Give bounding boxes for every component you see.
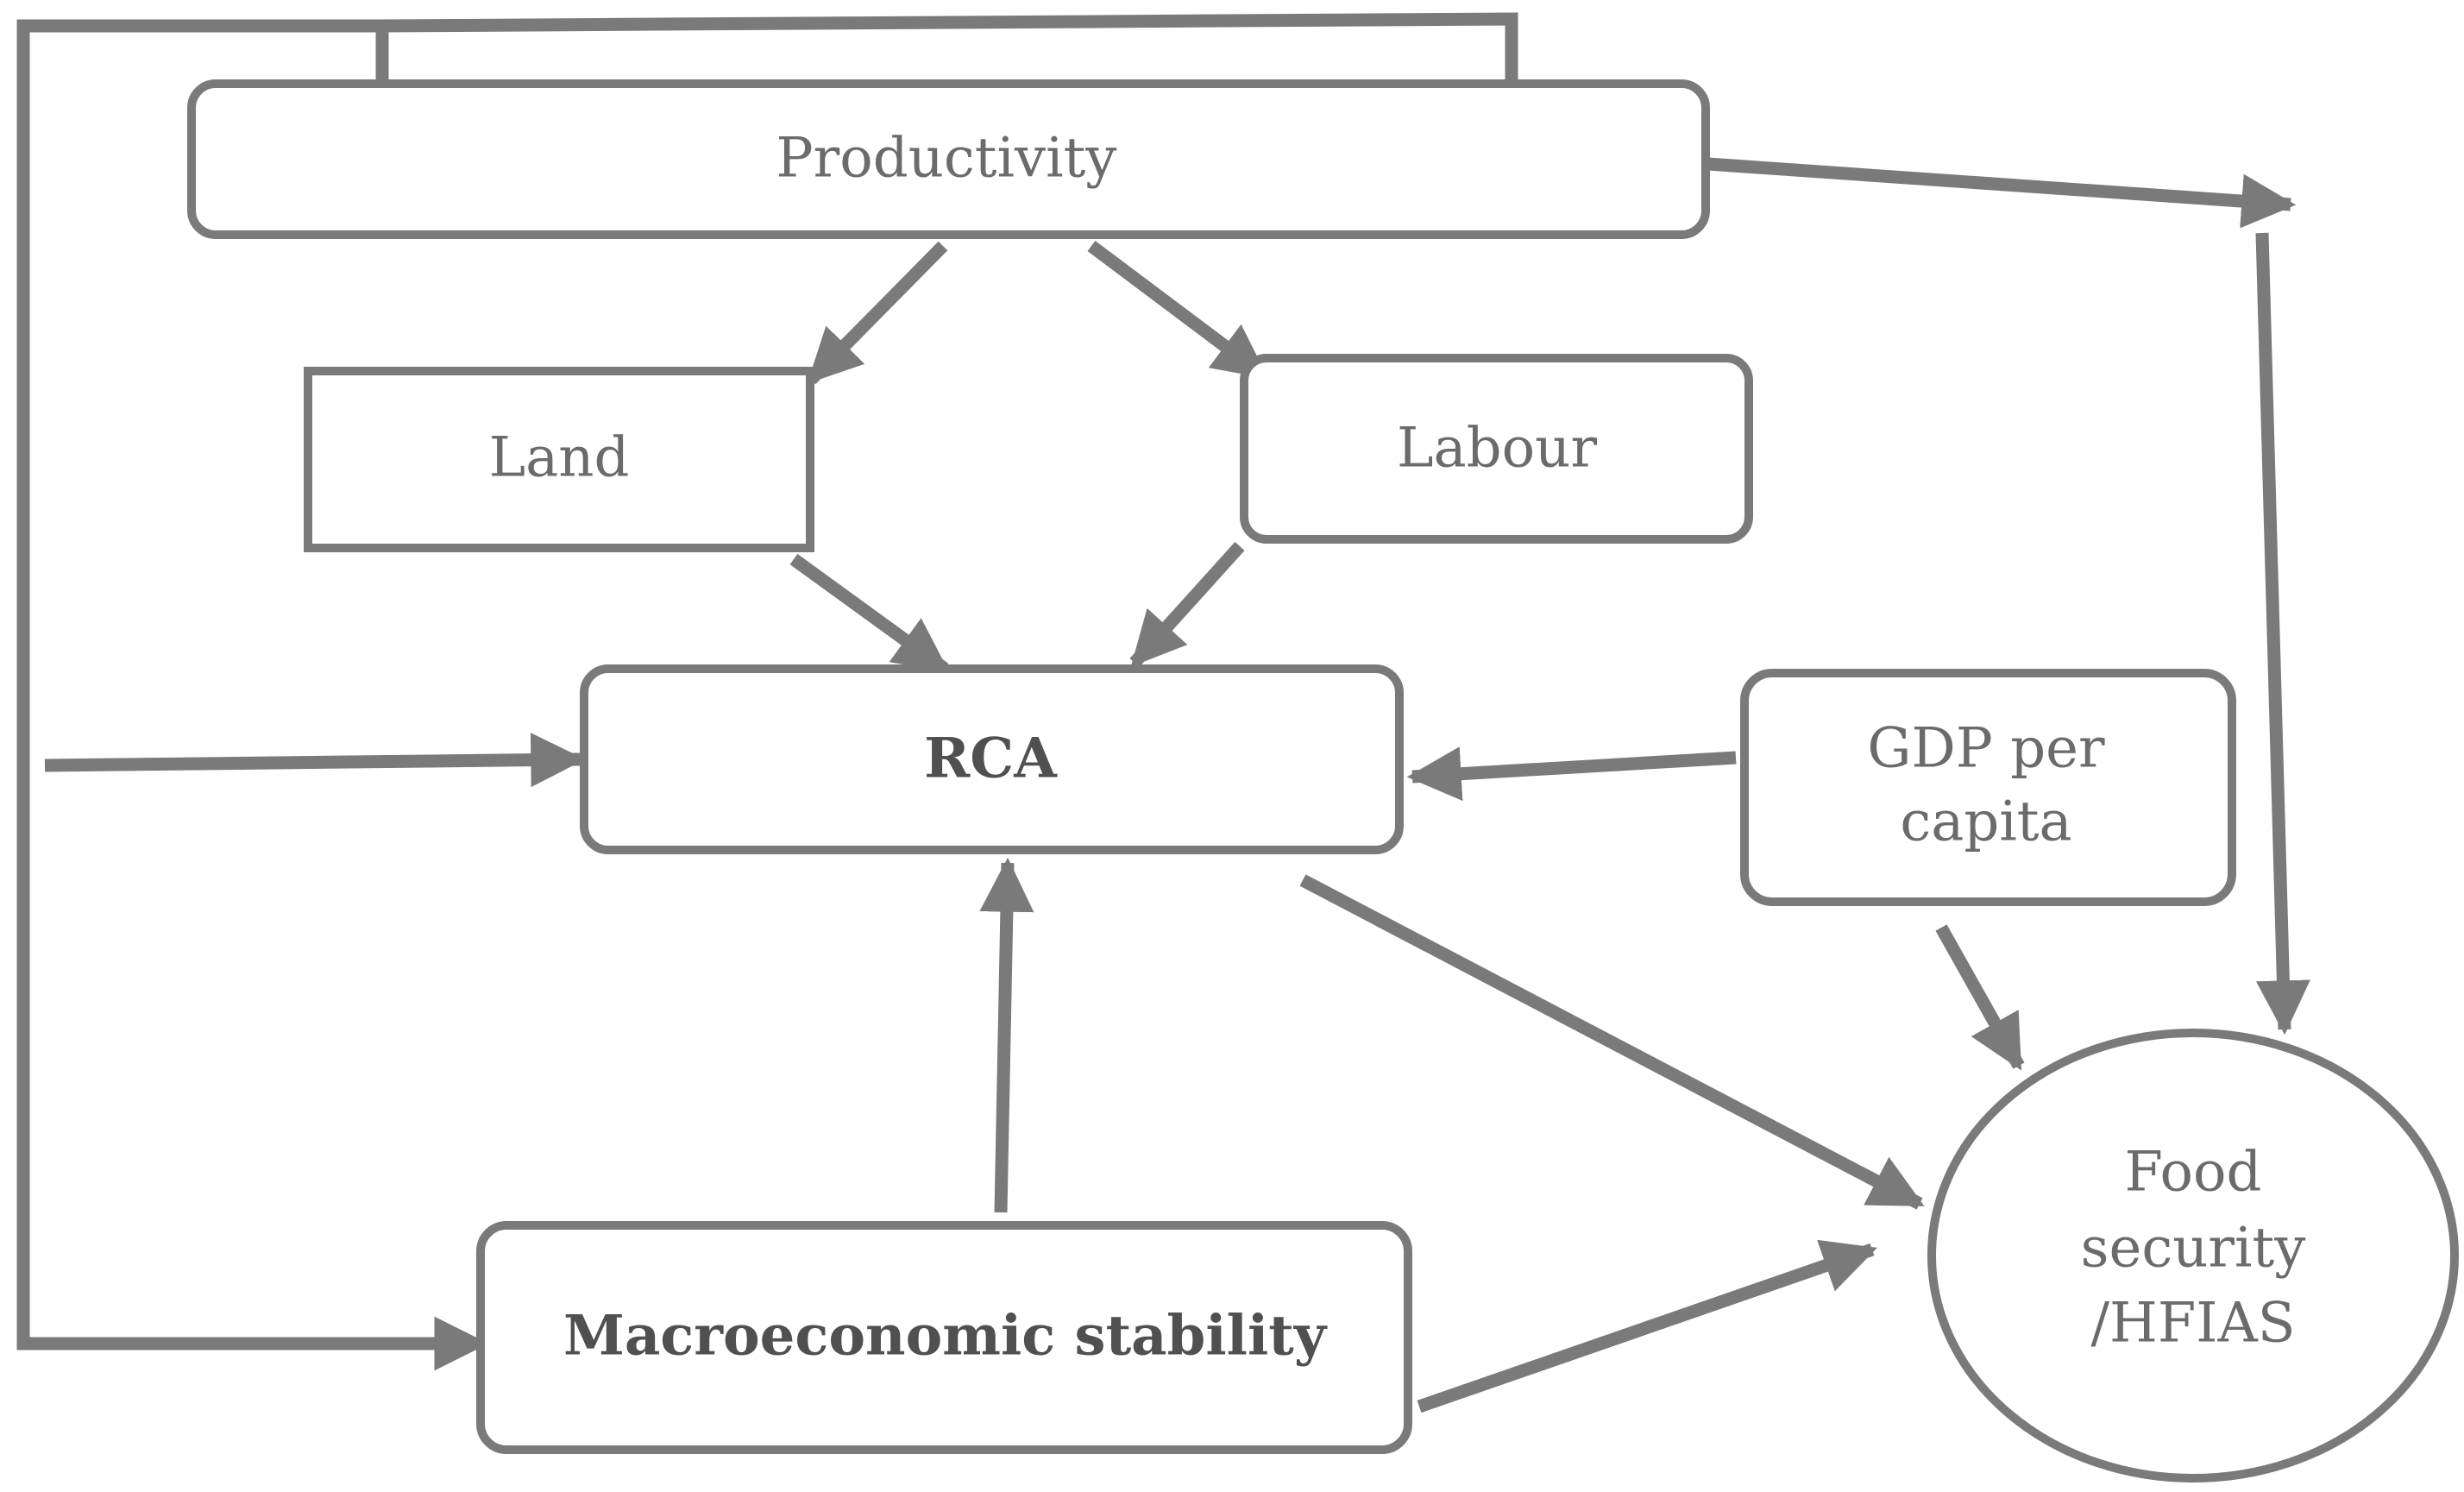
gdp-box	[1740, 669, 2236, 906]
node-macroeconomic-stability: Macroeconomic stability	[476, 1221, 1412, 1454]
node-labour: Labour	[1240, 354, 1753, 544]
productivity-label: Productivity	[776, 127, 1117, 191]
rca-box	[580, 664, 1404, 854]
edge-gdp-to-rca	[1406, 746, 1737, 802]
food-security-circle	[1927, 1029, 2459, 1483]
edge-rca-to-food	[1299, 874, 1925, 1210]
edge-productivity-to-food-top	[1707, 157, 2297, 229]
edge-productivity-feedback-bracket	[375, 12, 1518, 110]
macro-box	[476, 1221, 1412, 1454]
node-gdp-per-capita: GDP per capita	[1740, 669, 2236, 906]
edge-macro-to-rca	[979, 857, 1034, 1213]
gdp-label-line2: capita	[1900, 790, 2071, 854]
edge-loop-to-rca	[44, 733, 586, 788]
node-rca: RCA	[580, 664, 1404, 854]
land-label: Land	[489, 426, 630, 490]
edge-productivity-to-food-down	[2255, 232, 2310, 1036]
edge-productivity-to-land	[806, 241, 948, 385]
edge-gdp-to-food	[1935, 924, 2025, 1071]
productivity-box	[187, 79, 1710, 239]
food-label-line3: /HFIAS	[2090, 1292, 2295, 1356]
land-box	[304, 367, 814, 552]
edge-productivity-to-labour	[1087, 241, 1269, 381]
labour-label: Labour	[1397, 417, 1597, 481]
edge-macro-to-food	[1417, 1239, 1877, 1413]
food-label-line1: Food	[2125, 1141, 2262, 1205]
node-land: Land	[304, 367, 814, 552]
node-food-security: Food security /HFIAS	[1927, 1029, 2459, 1483]
edges	[16, 12, 2310, 1413]
gdp-label-line1: GDP per	[1867, 717, 2105, 781]
edge-labour-to-rca	[1129, 541, 1245, 668]
edge-land-to-rca	[789, 553, 950, 675]
rca-label: RCA	[924, 727, 1058, 791]
labour-box	[1240, 354, 1753, 544]
macro-label: Macroeconomic stability	[563, 1304, 1328, 1369]
edge-productivity-loop-left	[16, 19, 489, 1371]
food-label-line2: security	[2081, 1217, 2306, 1281]
node-productivity: Productivity	[187, 79, 1710, 239]
